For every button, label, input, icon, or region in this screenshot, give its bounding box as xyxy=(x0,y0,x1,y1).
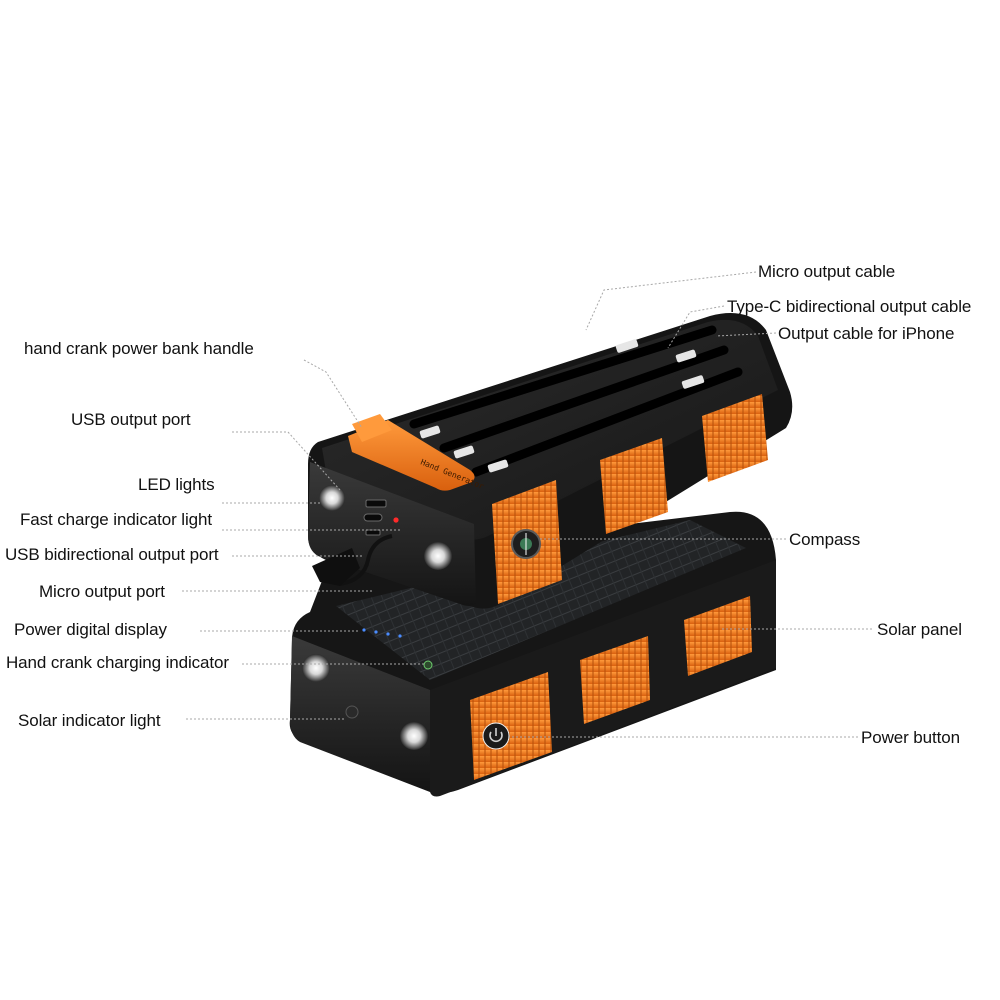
compass xyxy=(511,529,541,559)
lower-led-right xyxy=(400,722,428,750)
micro-output-port xyxy=(365,529,381,536)
solar-indicator-light xyxy=(345,705,359,719)
usb-output-port xyxy=(365,499,387,508)
lower-side-grips xyxy=(470,596,752,780)
power-digital-display xyxy=(362,628,402,638)
cable-slots xyxy=(409,325,743,477)
label-iphone-cable: Output cable for iPhone xyxy=(778,324,955,343)
label-micro-output-port: Micro output port xyxy=(39,582,165,601)
label-usb-output-port: USB output port xyxy=(71,410,191,429)
upper-power-bank: Hand Generator xyxy=(308,313,793,609)
power-button[interactable] xyxy=(482,722,510,750)
usb-bidirectional-output-port xyxy=(363,513,383,522)
label-micro-output-cable: Micro output cable xyxy=(758,262,896,281)
solar-panel xyxy=(336,520,746,680)
label-hand-crank-indicator: Hand crank charging indicator xyxy=(6,653,229,672)
label-usb-bidirectional-port: USB bidirectional output port xyxy=(5,545,219,564)
lower-led-left xyxy=(302,654,330,682)
upper-led-left xyxy=(319,485,345,511)
label-led-lights: LED lights xyxy=(138,475,215,494)
label-solar-panel: Solar panel xyxy=(877,620,962,639)
external-cable xyxy=(312,534,393,586)
label-power-button: Power button xyxy=(861,728,960,747)
upper-led-right xyxy=(424,542,452,570)
label-fast-charge-indicator: Fast charge indicator light xyxy=(20,510,212,529)
fast-charge-indicator-light xyxy=(393,517,399,523)
cable-connectors xyxy=(419,339,705,473)
label-solar-indicator: Solar indicator light xyxy=(18,711,161,730)
power-icon xyxy=(489,728,503,743)
label-typec-cable: Type-C bidirectional output cable xyxy=(727,297,972,316)
label-handle: hand crank power bank handle xyxy=(24,339,254,358)
led-light-icon xyxy=(319,485,345,511)
hand-crank-charging-indicator xyxy=(423,660,433,670)
leader-lines xyxy=(182,271,872,738)
label-power-digital-display: Power digital display xyxy=(14,620,167,639)
solar-sun-icon xyxy=(345,705,359,719)
compass-icon xyxy=(511,529,541,559)
label-compass: Compass xyxy=(789,530,861,549)
